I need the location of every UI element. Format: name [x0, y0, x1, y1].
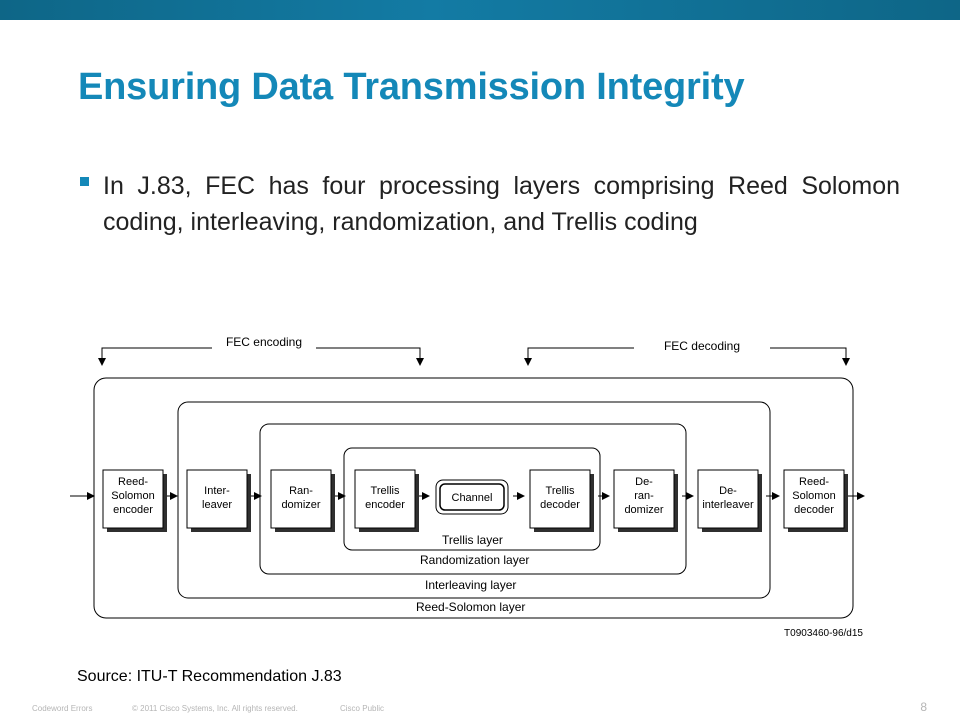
interleaving-layer-frame [177, 401, 771, 599]
figure-id: T0903460-96/d15 [784, 628, 863, 639]
block-deinterleaver: De-interleaver [697, 469, 762, 532]
fec-decoding-bracket: FEC decoding [524, 339, 850, 366]
footer-left-text: Codeword Errors [32, 704, 93, 713]
interleaving-layer-label: Interleaving layer [425, 578, 516, 592]
footer-copyright: © 2011 Cisco Systems, Inc. All rights re… [132, 704, 298, 713]
svg-text:De-interleaver: De-interleaver [702, 485, 754, 511]
block-randomizer: Ran-domizer [270, 469, 335, 532]
randomization-layer-label: Randomization layer [420, 553, 529, 567]
svg-text:De-ran-domizer: De-ran-domizer [624, 476, 663, 516]
fec-encoding-bracket: FEC encoding [98, 335, 424, 366]
svg-text:Channel: Channel [452, 492, 493, 504]
bullet-square-icon [80, 177, 89, 186]
block-channel: Channel [435, 479, 509, 515]
fec-encoding-label: FEC encoding [226, 335, 302, 349]
block-derandomizer: De-ran-domizer [613, 469, 678, 532]
footer-classification: Cisco Public [340, 704, 385, 713]
svg-text:Inter-leaver: Inter-leaver [202, 485, 232, 511]
fec-decoding-label: FEC decoding [664, 339, 740, 353]
slide-title: Ensuring Data Transmission Integrity [78, 66, 745, 108]
top-banner [0, 0, 960, 20]
bullet-text: In J.83, FEC has four processing layers … [103, 172, 900, 236]
trellis-layer-label: Trellis layer [442, 533, 503, 547]
block-interleaver: Inter-leaver [186, 469, 251, 532]
svg-text:Ran-domizer: Ran-domizer [281, 485, 320, 511]
reed-solomon-layer-label: Reed-Solomon layer [416, 600, 525, 614]
page-number: 8 [920, 700, 927, 714]
bullet-item: In J.83, FEC has four processing layers … [80, 168, 900, 240]
source-citation: Source: ITU-T Recommendation J.83 [77, 668, 342, 685]
